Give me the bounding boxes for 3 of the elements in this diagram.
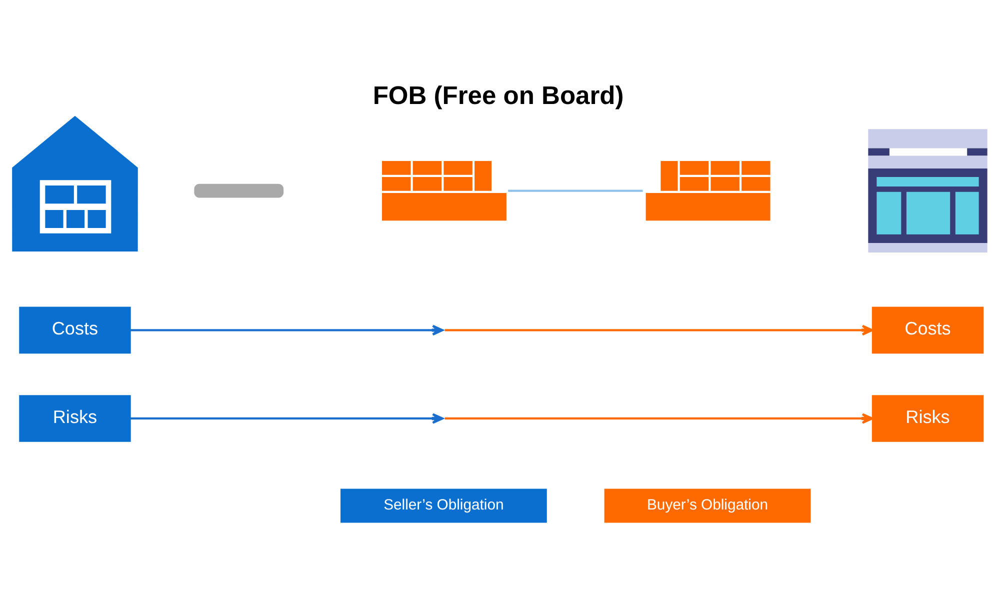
diagram-title: FOB (Free on Board) <box>372 82 624 110</box>
legend-label: Seller’s Obligation <box>384 498 504 514</box>
legend-label: Buyer’s Obligation <box>647 498 768 514</box>
